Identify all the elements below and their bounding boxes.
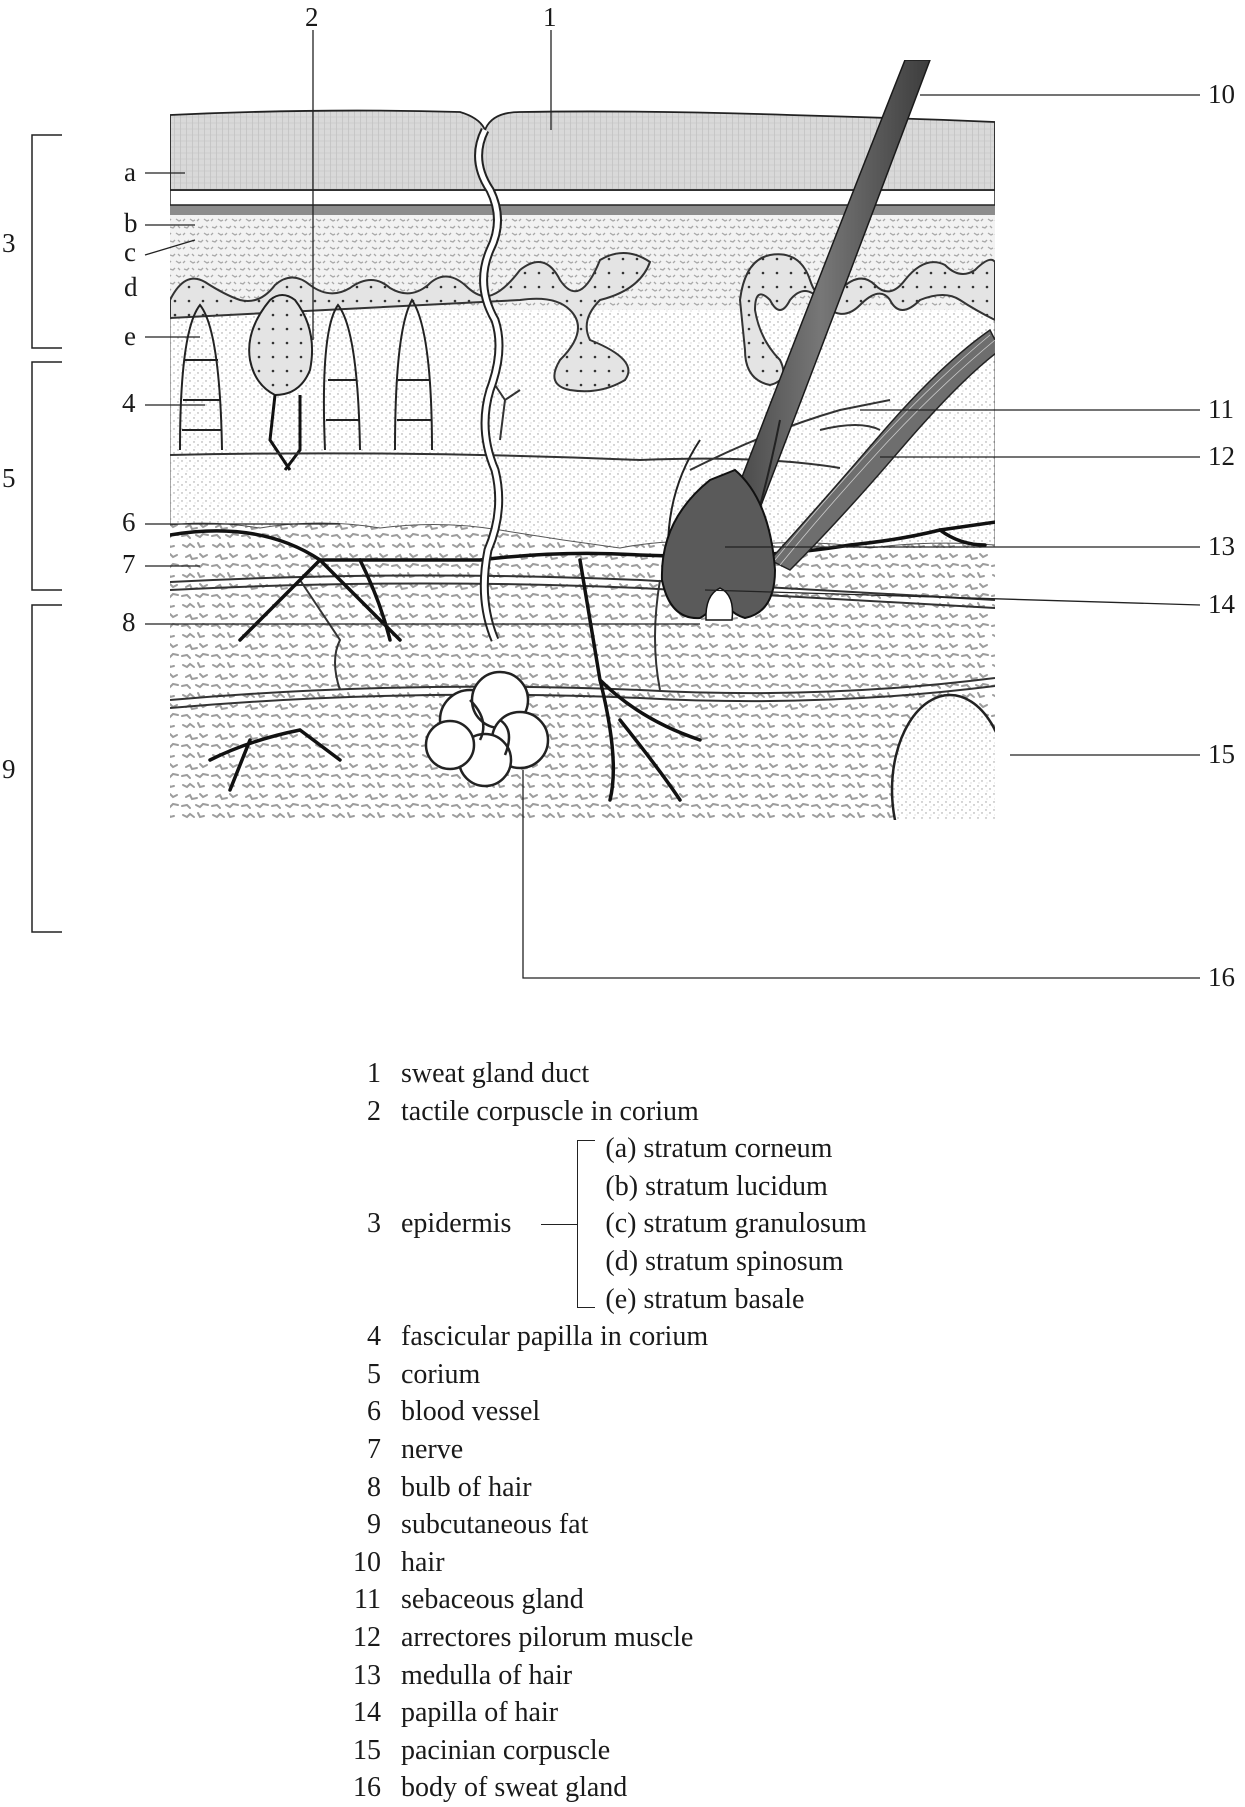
label-8: 8 <box>122 607 136 637</box>
legend-label: sweat gland duct <box>401 1058 590 1089</box>
label-e: e <box>124 321 136 351</box>
legend-label: bulb of hair <box>401 1471 532 1503</box>
legend-number: 11 <box>354 1584 381 1616</box>
legend-label: hair <box>401 1546 445 1578</box>
sublayer-c: (c) stratum granulosum <box>605 1208 867 1240</box>
legend-number: 13 <box>353 1659 381 1691</box>
sublayer-b: (b) stratum lucidum <box>605 1170 828 1202</box>
epidermis-sublayers: (a) stratum corneum (b) stratum lucidum … <box>605 1130 866 1318</box>
legend-row-13: 13 medulla of hair <box>335 1657 867 1695</box>
stratum-basale-region <box>170 252 652 393</box>
legend-number: 7 <box>367 1433 381 1465</box>
legend-label: corium <box>401 1358 481 1390</box>
label-b: b <box>124 208 138 238</box>
label-2: 2 <box>305 2 319 32</box>
legend-label: blood vessel <box>401 1396 541 1428</box>
blood-vessels <box>170 384 995 709</box>
bracket-epidermis <box>31 134 62 349</box>
legend-number: 2 <box>367 1095 381 1127</box>
fascicular-papillae <box>179 298 433 451</box>
bracket-subcutaneous <box>31 604 62 933</box>
legend-label: medulla of hair <box>401 1659 573 1691</box>
legend-number: 10 <box>353 1546 381 1578</box>
legend-row-16: 16 body of sweat gland <box>335 1769 867 1807</box>
legend-number: 8 <box>367 1471 381 1503</box>
label-12: 12 <box>1208 441 1235 471</box>
legend-label: subcutaneous fat <box>401 1509 589 1541</box>
legend-label: arrectores pilorum muscle <box>401 1621 694 1653</box>
legend-row-5: 5 corium <box>335 1356 867 1394</box>
legend-row-1: 1 sweat gland duct <box>335 1055 867 1093</box>
legend-label: body of sweat gland <box>401 1772 628 1804</box>
epidermis-brace <box>541 1130 601 1318</box>
legend-number: 6 <box>367 1396 381 1428</box>
legend-number: 15 <box>353 1734 381 1766</box>
label-6: 6 <box>122 507 136 537</box>
legend-row-11: 11 sebaceous gland <box>335 1581 867 1619</box>
label-a: a <box>124 157 136 187</box>
label-11: 11 <box>1208 394 1234 424</box>
stratum-granulosum-region <box>170 205 995 215</box>
legend-number: 1 <box>367 1058 381 1089</box>
legend-number: 3 <box>367 1208 381 1240</box>
legend-label: papilla of hair <box>401 1697 559 1729</box>
stratum-corneum-region <box>170 109 995 191</box>
label-d: d <box>124 272 138 302</box>
legend-number: 4 <box>367 1321 381 1353</box>
label-15: 15 <box>1208 739 1235 769</box>
hair-papilla <box>705 587 734 621</box>
skin-cross-section-diagram: 1 2 3 4 5 6 7 8 9 10 11 12 13 14 15 16 a… <box>2 2 1236 992</box>
label-5: 5 <box>2 463 16 493</box>
legend-label: fascicular papilla in corium <box>401 1321 709 1353</box>
sweat-gland-body <box>424 670 550 788</box>
legend-number: 12 <box>353 1621 381 1653</box>
legend-row-2: 2 tactile corpuscle in corium <box>335 1093 867 1131</box>
tactile-corpuscle <box>248 294 314 471</box>
sublayer-e: (e) stratum basale <box>605 1283 805 1315</box>
legend: 1 sweat gland duct 2 tactile corpuscle in … <box>335 1055 867 1807</box>
layer-brackets <box>31 134 62 933</box>
tissue-block <box>170 60 995 820</box>
legend-row-14: 14 papilla of hair <box>335 1694 867 1732</box>
legend-label: nerve <box>401 1433 464 1465</box>
legend-label: tactile corpuscle in corium <box>401 1095 699 1127</box>
sublayer-d: (d) stratum spinosum <box>605 1245 844 1277</box>
label-9: 9 <box>2 754 16 784</box>
legend-row-4: 4 fascicular papilla in corium <box>335 1318 867 1356</box>
legend-row-12: 12 arrectores pilorum muscle <box>335 1619 867 1657</box>
legend-row-15: 15 pacinian corpuscle <box>335 1732 867 1770</box>
label-4: 4 <box>122 388 136 418</box>
label-16: 16 <box>1208 962 1235 992</box>
legend-number: 9 <box>367 1509 381 1541</box>
label-7: 7 <box>122 549 136 579</box>
legend-row-10: 10 hair <box>335 1544 867 1582</box>
label-1: 1 <box>543 2 557 32</box>
legend-label: sebaceous gland <box>401 1584 584 1616</box>
legend-label: epidermis <box>401 1208 512 1240</box>
label-13: 13 <box>1208 531 1235 561</box>
label-3: 3 <box>2 228 16 258</box>
label-10: 10 <box>1208 79 1235 109</box>
legend-number: 16 <box>353 1772 381 1804</box>
sublayer-a: (a) stratum corneum <box>605 1133 833 1165</box>
legend-row-3-epidermis: 3 epidermis (a) stratum corneum (b) stra… <box>335 1130 867 1318</box>
legend-row-9: 9 subcutaneous fat <box>335 1506 867 1544</box>
legend-label: pacinian corpuscle <box>401 1734 611 1766</box>
pacinian-corpuscle <box>890 693 995 820</box>
nerves <box>170 520 995 802</box>
legend-number: 5 <box>367 1358 381 1390</box>
leader-lines <box>144 30 1201 979</box>
label-14: 14 <box>1208 589 1236 619</box>
legend-number: 14 <box>353 1697 381 1729</box>
legend-row-8: 8 bulb of hair <box>335 1469 867 1507</box>
legend-row-7: 7 nerve <box>335 1431 867 1469</box>
bracket-corium <box>31 361 62 591</box>
label-c: c <box>124 237 136 267</box>
legend-row-6: 6 blood vessel <box>335 1393 867 1431</box>
